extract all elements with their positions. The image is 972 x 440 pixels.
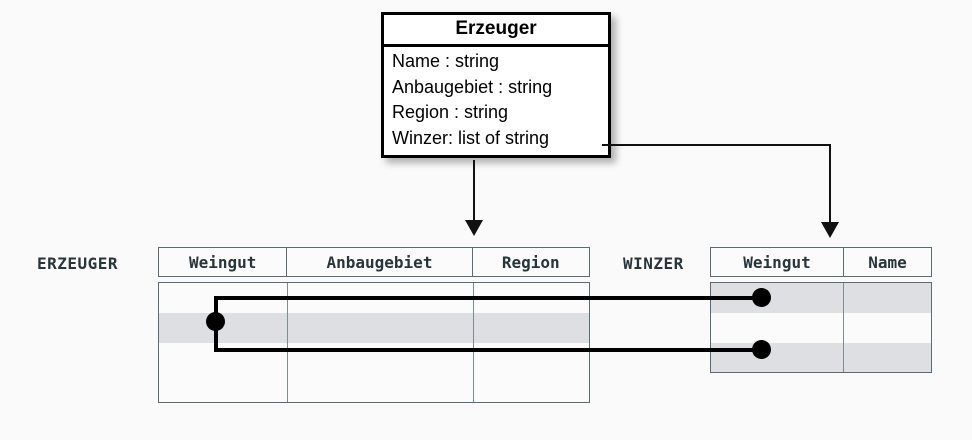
uml-attribute-winzer: Winzer: list of string xyxy=(392,128,550,149)
table-cell xyxy=(844,283,929,313)
table-row xyxy=(159,343,589,373)
table-cell xyxy=(159,313,288,343)
uml-attribute-region: Region : string xyxy=(392,102,509,123)
table-cell xyxy=(711,313,844,343)
erzeuger-body xyxy=(158,282,590,403)
table-row xyxy=(711,313,931,343)
erzeuger-header-row: Weingut Anbaugebiet Region xyxy=(158,247,590,277)
table-cell xyxy=(844,343,929,372)
join-link-lower-branch xyxy=(214,348,766,352)
join-bullet-winzer-row3 xyxy=(752,340,771,359)
mapping-arrow-right-head xyxy=(821,222,839,238)
table-label-erzeuger: ERZEUGER xyxy=(37,254,119,273)
uml-attribute-anbaugebiet: Anbaugebiet : string xyxy=(392,76,553,97)
table-cell xyxy=(474,313,589,343)
table-cell xyxy=(844,313,929,343)
uml-attribute-list: Name : string Anbaugebiet : string Regio… xyxy=(384,47,608,155)
erzeuger-col-anbaugebiet: Anbaugebiet xyxy=(287,248,473,276)
mapping-arrow-right-horizontal xyxy=(624,144,831,146)
table-cell xyxy=(711,343,844,372)
table-label-winzer: WINZER xyxy=(623,254,684,273)
erzeuger-col-weingut: Weingut xyxy=(159,248,288,276)
mapping-arrow-right-vertical xyxy=(829,144,831,224)
uml-class-box: Erzeuger Name : string Anbaugebiet : str… xyxy=(381,12,611,158)
table-cell xyxy=(288,313,474,343)
table-row xyxy=(711,343,931,372)
table-row xyxy=(159,373,589,402)
join-link-upper-branch xyxy=(214,296,766,300)
erzeuger-col-region: Region xyxy=(501,252,560,272)
table-cell xyxy=(474,373,589,402)
mapping-arrow-right-stub xyxy=(602,144,626,146)
table-cell xyxy=(159,373,288,402)
uml-class-name: Erzeuger xyxy=(384,15,608,47)
table-cell xyxy=(711,283,844,313)
join-bullet-erzeuger xyxy=(206,312,225,331)
table-cell xyxy=(288,373,474,402)
mapping-arrow-left-shaft xyxy=(473,160,475,222)
mapping-arrow-left-head xyxy=(465,220,483,236)
winzer-header-row: Weingut Name xyxy=(710,247,932,277)
table-row xyxy=(159,313,589,343)
table-cell xyxy=(288,343,474,373)
table-cell xyxy=(159,343,288,373)
uml-attribute-name: Name : string xyxy=(392,50,500,71)
winzer-col-name: Name xyxy=(868,252,907,272)
winzer-col-weingut: Weingut xyxy=(711,248,844,276)
join-bullet-winzer-row1 xyxy=(752,288,771,307)
